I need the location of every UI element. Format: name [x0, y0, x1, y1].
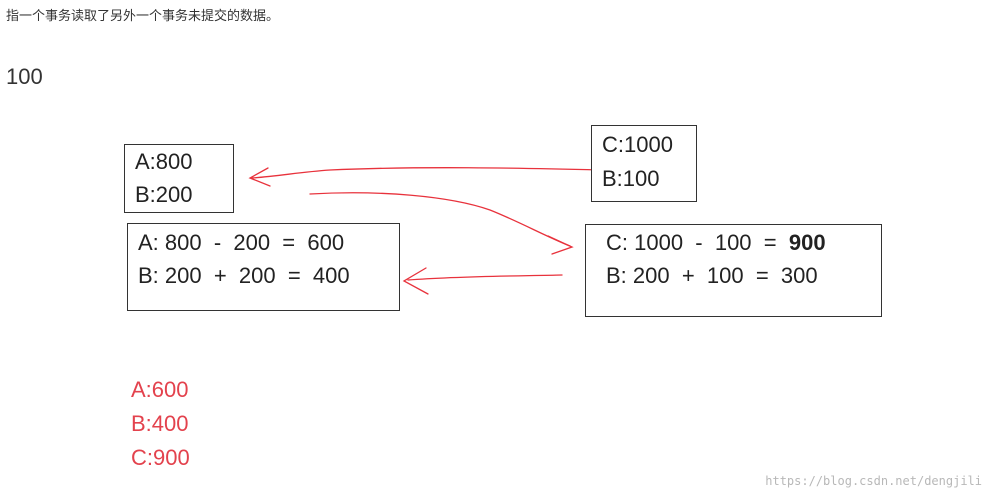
calc2-line2: B: 200 + 100 = 300	[606, 263, 818, 288]
arrow-back-left-head	[402, 267, 429, 295]
calc2-line1-prefix: C: 1000 - 100 =	[606, 230, 789, 255]
result-a: A:600	[131, 377, 189, 402]
box-a-b-initial: A:800 B:200	[124, 144, 234, 213]
watermark-url: https://blog.csdn.net/dengjili	[765, 474, 982, 488]
amount-value: 100	[6, 64, 43, 89]
box-ab-line1: A:800	[135, 149, 193, 174]
box-c-b-initial: C:1000 B:100	[591, 125, 697, 202]
arrow-read-left	[251, 167, 601, 179]
calc2-line1: C: 1000 - 100 = 900	[606, 230, 826, 256]
calc1-line1: A: 800 - 200 = 600	[138, 230, 345, 255]
box-cb-line1: C:1000	[602, 132, 673, 157]
box-calc-transaction1: A: 800 - 200 = 600 B: 200 + 200 = 400	[127, 223, 400, 311]
arrow-read-left-head	[248, 167, 271, 187]
result-b: B:400	[131, 411, 189, 436]
caption-text: 指一个事务读取了另外一个事务未提交的数据。	[6, 9, 280, 24]
result-c: C:900	[131, 445, 190, 470]
arrow-to-calc2	[309, 192, 571, 247]
box-ab-line2: B:200	[135, 182, 193, 207]
box-calc-transaction2: C: 1000 - 100 = 900 B: 200 + 100 = 300	[585, 224, 882, 317]
arrow-back-left	[407, 274, 563, 281]
arrow-to-calc2-head	[547, 235, 574, 255]
box-cb-line2: B:100	[602, 166, 660, 191]
calc2-line1-value: 900	[788, 230, 826, 255]
calc1-line2: B: 200 + 200 = 400	[138, 263, 350, 288]
